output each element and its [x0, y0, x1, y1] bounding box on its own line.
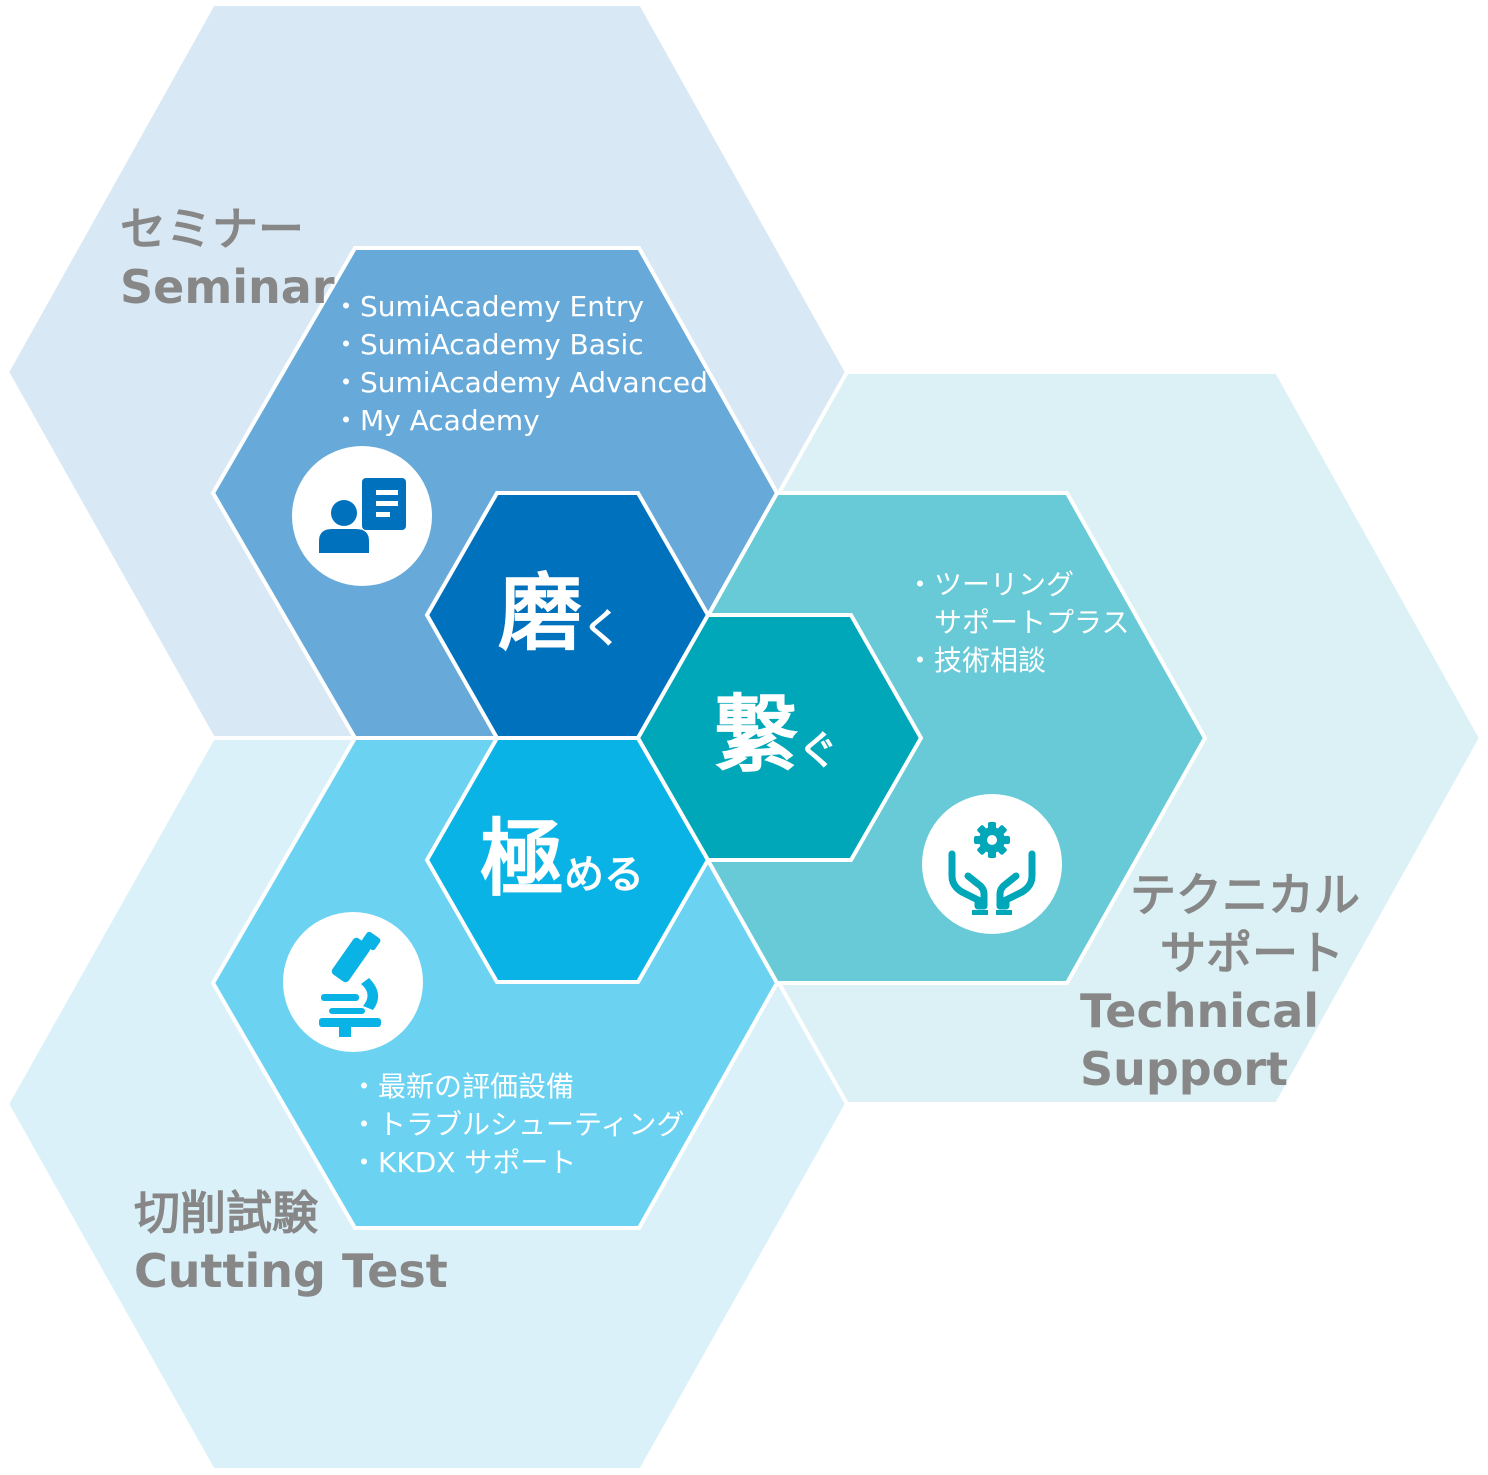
keyword-tsunagu-kana: ぐ [798, 728, 839, 774]
seminar-list: ・SumiAcademy Entry ・SumiAcademy Basic ・S… [332, 288, 708, 440]
cutting-title-en: Cutting Test [134, 1244, 448, 1298]
technical-item: ・ツーリング [906, 568, 1075, 601]
cutting-title: 切削試験 Cutting Test [134, 1184, 448, 1300]
seminar-item: ・SumiAcademy Basic [332, 328, 644, 361]
seminar-title: セミナー Seminar [120, 200, 335, 316]
hands-gear-icon [948, 822, 1036, 915]
keyword-migaku-kana: く [582, 606, 623, 652]
technical-title-ja-2: サポート [1160, 926, 1344, 980]
technical-item: サポートプラス [906, 606, 1130, 639]
technical-list: ・ツーリング サポートプラス ・技術相談 [906, 566, 1129, 680]
cutting-title-ja: 切削試験 [134, 1186, 318, 1240]
microscope-icon [319, 931, 381, 1037]
keyword-migaku-kanji: 磨 [498, 564, 583, 662]
cutting-item: ・トラブルシューティング [350, 1108, 685, 1141]
technical-item: ・技術相談 [906, 644, 1047, 677]
seminar-item: ・My Academy [332, 404, 540, 437]
keyword-tsunagu: 繋ぐ [714, 690, 838, 780]
technical-icon-circle [922, 794, 1062, 934]
technical-title-ja-1: テクニカル [1130, 868, 1360, 922]
technical-title-en-2: Support [1080, 1042, 1289, 1096]
seminar-item: ・SumiAcademy Advanced [332, 366, 708, 399]
keyword-migaku: 磨く [498, 568, 622, 658]
keyword-kiwameru-kana: める [564, 852, 645, 898]
keyword-tsunagu-kanji: 繋 [714, 686, 799, 784]
core-hex-tsunagu [635, 613, 924, 862]
seminar-title-en: Seminar [120, 260, 335, 314]
seminar-title-ja: セミナー [120, 202, 304, 256]
seminar-item: ・SumiAcademy Entry [332, 290, 645, 323]
technical-title-en-1: Technical [1080, 984, 1320, 1038]
keyword-kiwameru: 極める [480, 814, 644, 904]
technical-title: テクニカル サポート Technical Support [1080, 866, 1360, 1098]
cutting-icon-circle [283, 912, 423, 1052]
presenter-icon [319, 478, 406, 553]
cutting-item: ・最新の評価設備 [350, 1070, 575, 1103]
seminar-icon-circle [292, 446, 432, 586]
cutting-list: ・最新の評価設備 ・トラブルシューティング ・KKDX サポート [350, 1068, 684, 1182]
keyword-kiwameru-kanji: 極 [480, 810, 565, 908]
cutting-item: ・KKDX サポート [350, 1146, 577, 1179]
